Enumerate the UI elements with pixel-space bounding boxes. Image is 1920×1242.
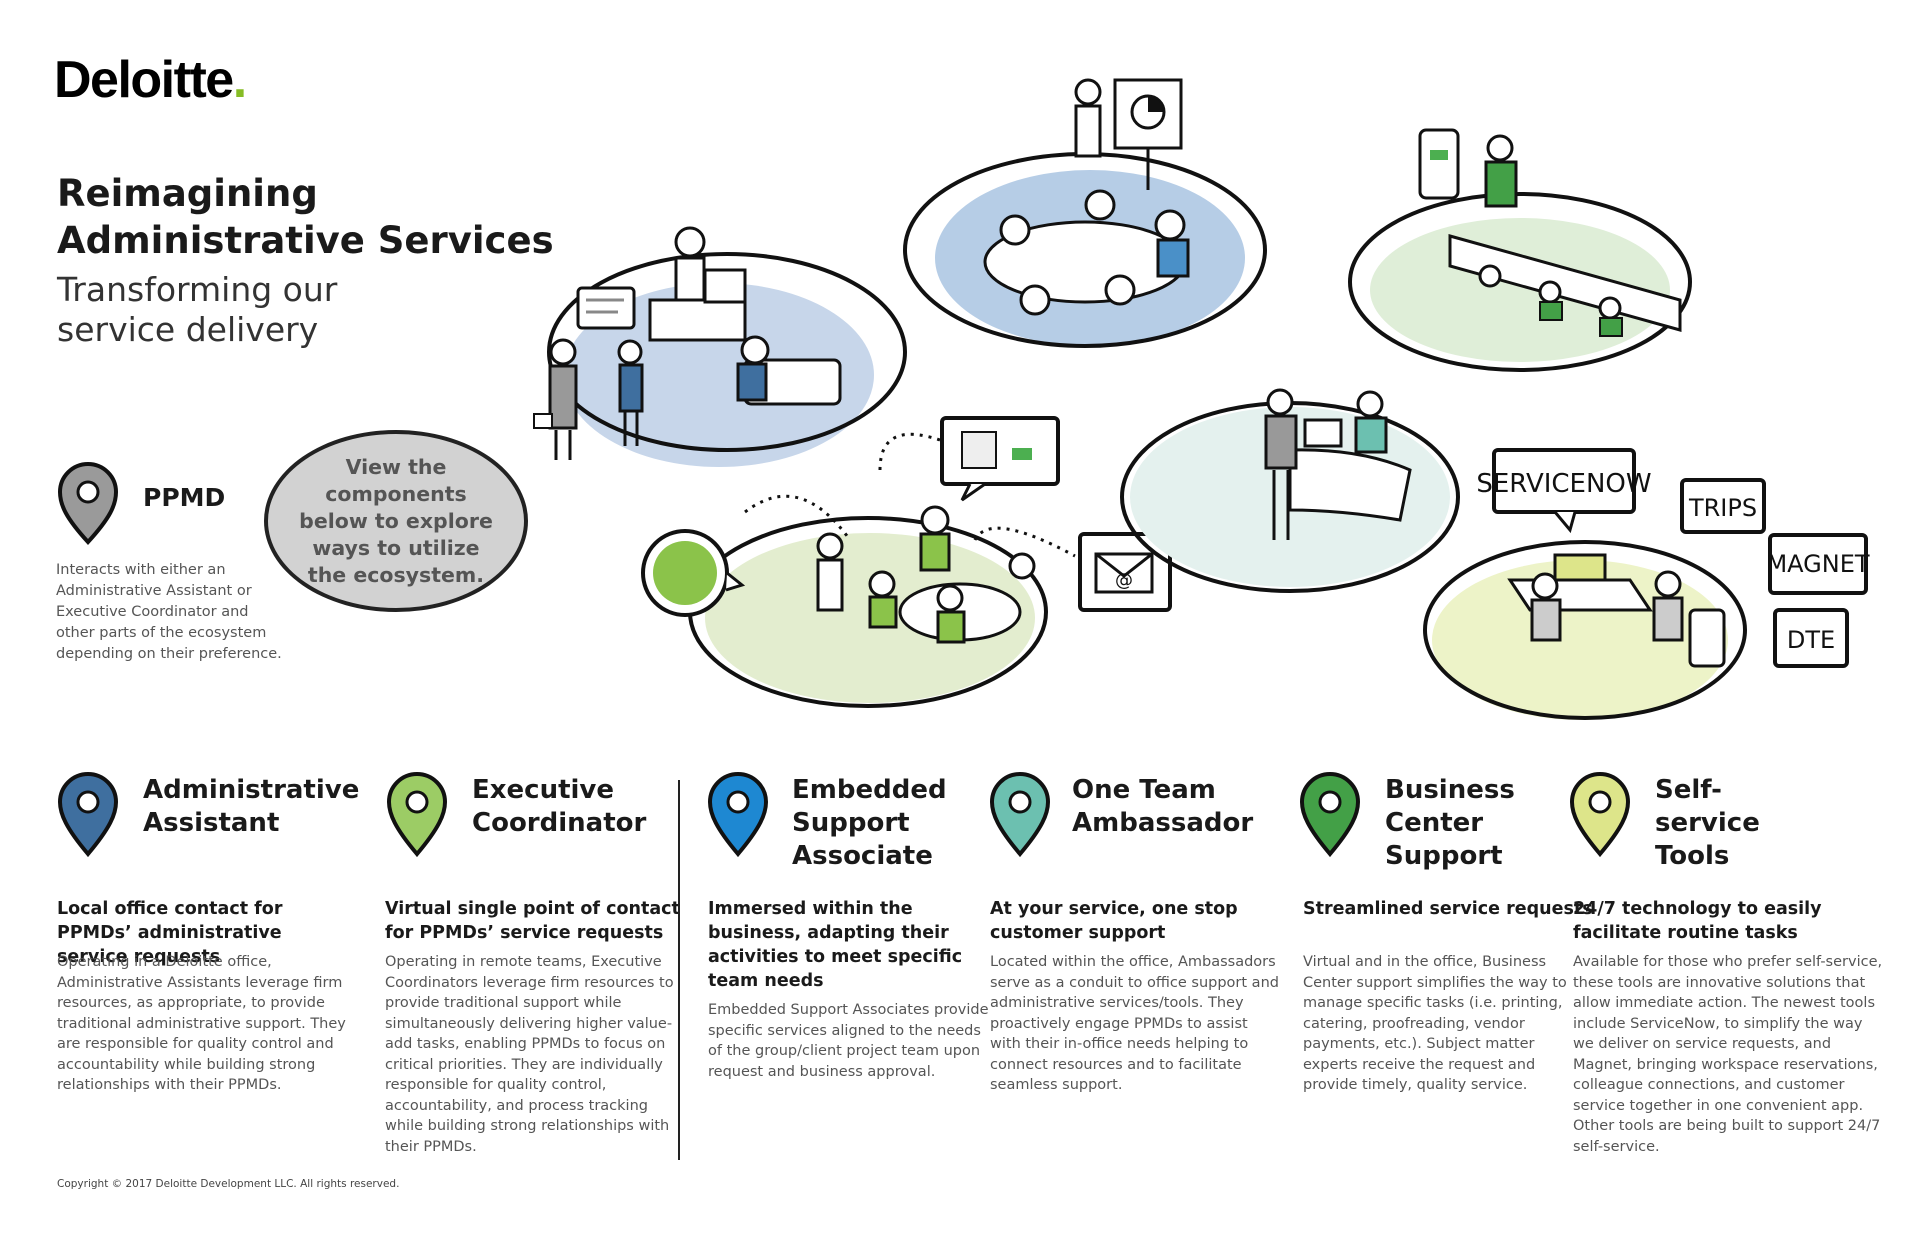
role-pin-icon: [57, 772, 119, 858]
executive-coordinator-scene: [903, 78, 1267, 348]
ppmd-pin-icon: [57, 462, 119, 545]
role-title: Embedded Support Associate: [792, 775, 947, 871]
business-center-scene: [1348, 128, 1692, 372]
role-description: Operating in remote teams, Executive Coo…: [385, 954, 674, 1155]
trips-label: TRIPS: [1688, 494, 1757, 522]
embedded-support-scene: @: [641, 416, 1172, 708]
role-headline: Local office contact for PPMDs’ administ…: [57, 899, 283, 967]
role-title: Administrative Assistant: [143, 775, 360, 838]
role-title: Business Center Support: [1385, 775, 1515, 871]
magnet-label: MAGNET: [1766, 550, 1869, 578]
role-headline: Streamlined service requests: [1303, 899, 1593, 919]
role-headline: At your service, one stop customer suppo…: [990, 899, 1238, 943]
page-subtitle: Transforming our service delivery: [57, 270, 338, 349]
role-headline: Immersed within the business, adapting t…: [708, 899, 963, 991]
role-headline: 24/7 technology to easily facilitate rou…: [1573, 899, 1822, 943]
role-pin-icon: [1299, 772, 1361, 858]
self-service-tools-scene: SERVICENOW TRIPS MAGNET DTE: [1423, 448, 1870, 720]
one-team-ambassador-scene: [1120, 388, 1460, 593]
role-description: Virtual and in the office, Business Cent…: [1303, 954, 1567, 1093]
role-title: Self-service Tools: [1655, 775, 1760, 871]
page-title: Reimagining Administrative Services: [57, 172, 554, 262]
role-description: Embedded Support Associates provide spec…: [708, 1002, 989, 1080]
role-pin-icon: [707, 772, 769, 858]
role-pin-icon: [1569, 772, 1631, 858]
role-description: Located within the office, Ambassadors s…: [990, 954, 1279, 1093]
administrative-assistant-scene: [533, 226, 907, 467]
role-description: Operating in a Deloitte office, Administ…: [57, 954, 346, 1093]
role-headline: Virtual single point of contact for PPMD…: [385, 899, 680, 943]
column-divider: [678, 780, 680, 1160]
copyright: Copyright © 2017 Deloitte Development LL…: [57, 1178, 400, 1190]
role-pin-icon: [989, 772, 1051, 858]
role-title: Executive Coordinator: [472, 775, 647, 838]
servicenow-label: SERVICENOW: [1476, 469, 1651, 499]
ppmd-label: PPMD: [143, 483, 226, 512]
role-pin-icon: [386, 772, 448, 858]
role-title: One Team Ambassador: [1072, 775, 1254, 838]
role-description: Available for those who prefer self-serv…: [1573, 954, 1883, 1155]
ppmd-description: Interacts with either an Administrative …: [56, 562, 282, 662]
deloitte-logo: Deloitte.: [54, 51, 247, 109]
dte-label: DTE: [1787, 626, 1835, 654]
email-glyph: @: [1115, 570, 1133, 591]
explore-callout: View the components below to explore way…: [264, 430, 528, 612]
